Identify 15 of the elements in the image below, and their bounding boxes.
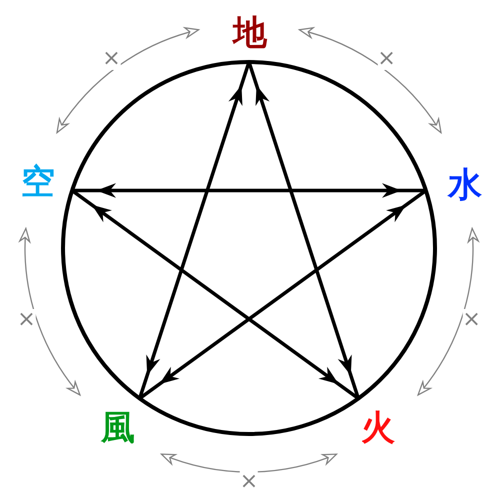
- double-headed-arrow: [247, 61, 360, 400]
- curved-double-arrow: [160, 453, 338, 472]
- double-headed-arrow: [138, 189, 427, 400]
- element-label: 地: [233, 16, 267, 50]
- curved-double-arrow: [20, 228, 81, 396]
- double-headed-arrow: [138, 61, 251, 400]
- element-label: 空: [21, 165, 55, 199]
- element-label: 水: [448, 168, 482, 202]
- element-label: 火: [361, 411, 395, 445]
- curved-double-arrow: [417, 228, 478, 396]
- curved-double-arrow: [56, 28, 200, 134]
- double-headed-arrow: [71, 189, 360, 400]
- curved-double-arrow: [298, 28, 442, 134]
- double-headed-arrow: [72, 184, 426, 198]
- element-label: 風: [101, 411, 135, 445]
